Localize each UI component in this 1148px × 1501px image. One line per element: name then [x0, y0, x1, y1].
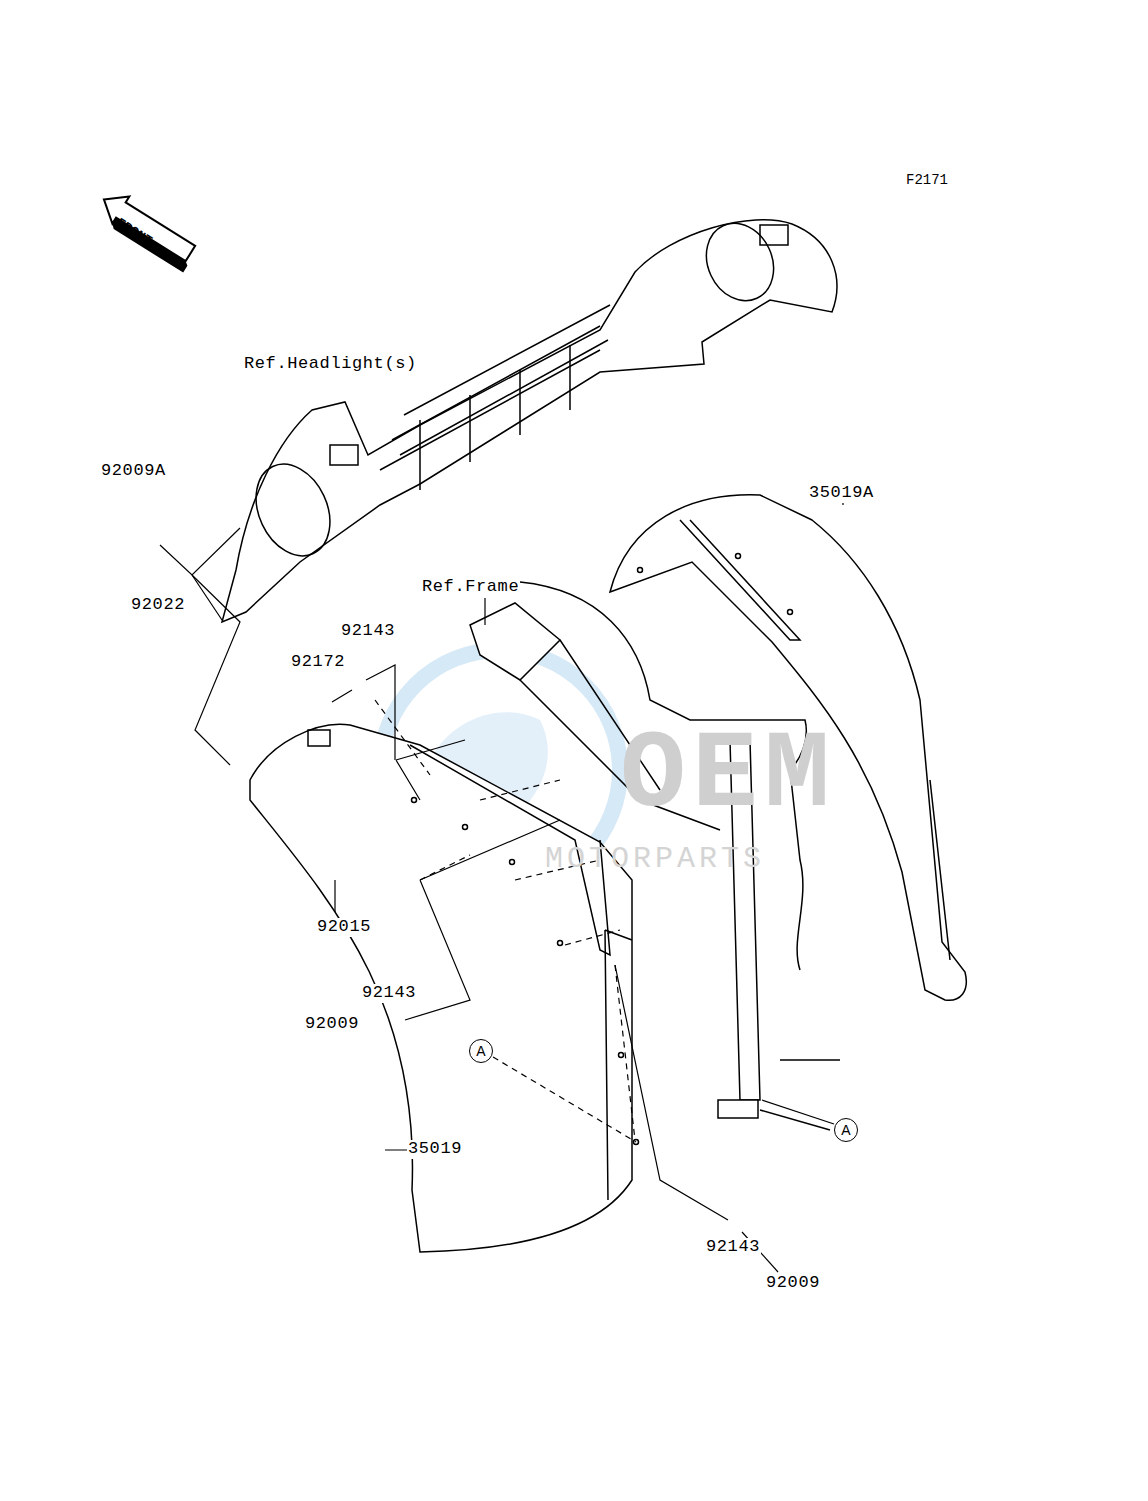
part-number: 92009 [304, 1015, 360, 1034]
reference-circle: A [469, 1039, 493, 1063]
reference-label: Ref.Frame [421, 578, 520, 597]
reference-letter: A [841, 1123, 850, 1137]
part-number: 92009 [765, 1274, 821, 1293]
part-number: 92009A [100, 462, 167, 481]
part-number: 92172 [290, 653, 346, 672]
part-number: 92022 [130, 596, 186, 615]
part-number: 35019 [407, 1140, 463, 1159]
watermark: OEM [620, 715, 836, 836]
part-number: 35019A [808, 484, 875, 503]
part-number: 92143 [705, 1238, 761, 1257]
front-arrow [93, 186, 202, 273]
part-number: 92143 [361, 984, 417, 1003]
part-number: 92015 [316, 918, 372, 937]
reference-letter: A [476, 1044, 485, 1058]
right-fender [610, 495, 966, 1000]
figure-code: F2171 [905, 173, 949, 188]
reference-circle: A [834, 1118, 858, 1142]
reference-label: Ref.Headlight(s) [243, 355, 418, 374]
watermark: MOTORPARTS [545, 843, 765, 876]
part-number: 92143 [340, 622, 396, 641]
left-fender [250, 724, 639, 1252]
leader-lines [160, 493, 843, 1272]
